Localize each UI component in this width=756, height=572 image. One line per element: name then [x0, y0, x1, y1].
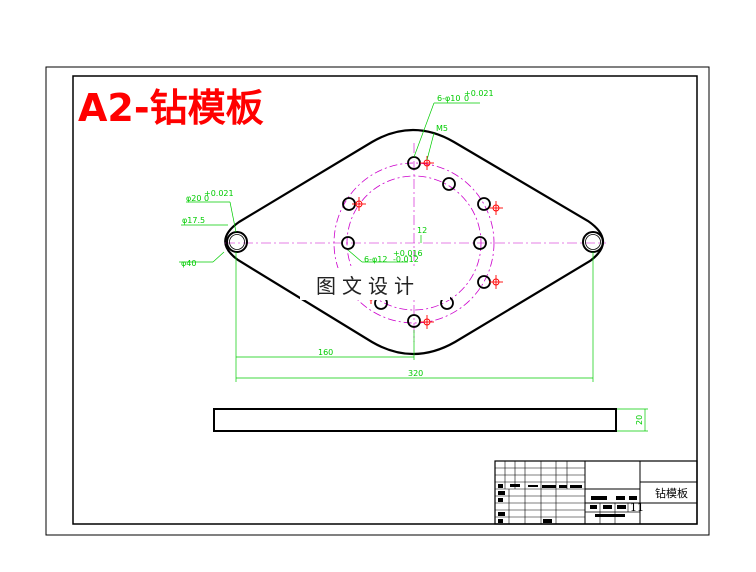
screw-hole — [352, 197, 366, 211]
dim-phi20-tol: +0.021 — [204, 189, 234, 198]
watermark-text: 图文设计 — [316, 274, 420, 298]
dim-6-phi10-tol2: 0 — [464, 94, 469, 103]
right-pin-hole — [582, 231, 604, 253]
dim-6-phi12-tol: +0.016 — [393, 249, 423, 258]
dim-phi17-5: φ17.5 — [182, 216, 205, 225]
title-block: 11 钻模板 — [494, 460, 698, 525]
dim-phi20-tol2: 0 — [204, 194, 209, 203]
bushing-holes — [341, 156, 491, 328]
dim-phi40: φ40 — [181, 259, 196, 268]
watermark-background — [300, 268, 450, 300]
left-pin-hole — [226, 231, 248, 253]
part-name: 钻模板 — [655, 486, 688, 500]
outer-border — [45, 66, 710, 536]
screw-hole — [489, 275, 503, 289]
screw-holes — [352, 156, 503, 329]
dim-6-phi12: 6-φ12 — [364, 255, 387, 264]
dim-320: 320 — [408, 369, 423, 378]
inner-border — [72, 75, 698, 525]
dim-6-phi12-tol2: -0.012 — [393, 255, 419, 264]
bushing-hole — [407, 314, 421, 328]
plate-outline — [224, 128, 605, 356]
dim-6-phi10-tol: +0.021 — [464, 89, 494, 98]
plate-side-view — [213, 408, 617, 432]
screw-hole — [489, 201, 503, 215]
dim-160: 160 — [318, 348, 333, 357]
screw-hole — [420, 315, 434, 329]
bushing-hole — [477, 275, 491, 289]
dim-6-phi10: 6-φ10 — [437, 94, 460, 103]
drawing-title: A2-钻模板 — [78, 86, 264, 130]
screw-hole — [420, 156, 434, 170]
pitch-circle-outer — [333, 162, 495, 324]
dimension-lines — [179, 102, 648, 432]
bushing-hole — [442, 177, 456, 191]
dim-phi20: φ20 — [186, 194, 201, 203]
bushing-hole — [473, 236, 487, 250]
dim-20: 20 — [635, 415, 644, 425]
dim-m5: M5 — [436, 124, 448, 133]
bushing-hole — [341, 236, 355, 250]
dim-12: 12 — [417, 226, 427, 235]
bushing-hole — [477, 197, 491, 211]
sheet-number: 11 — [630, 501, 644, 514]
